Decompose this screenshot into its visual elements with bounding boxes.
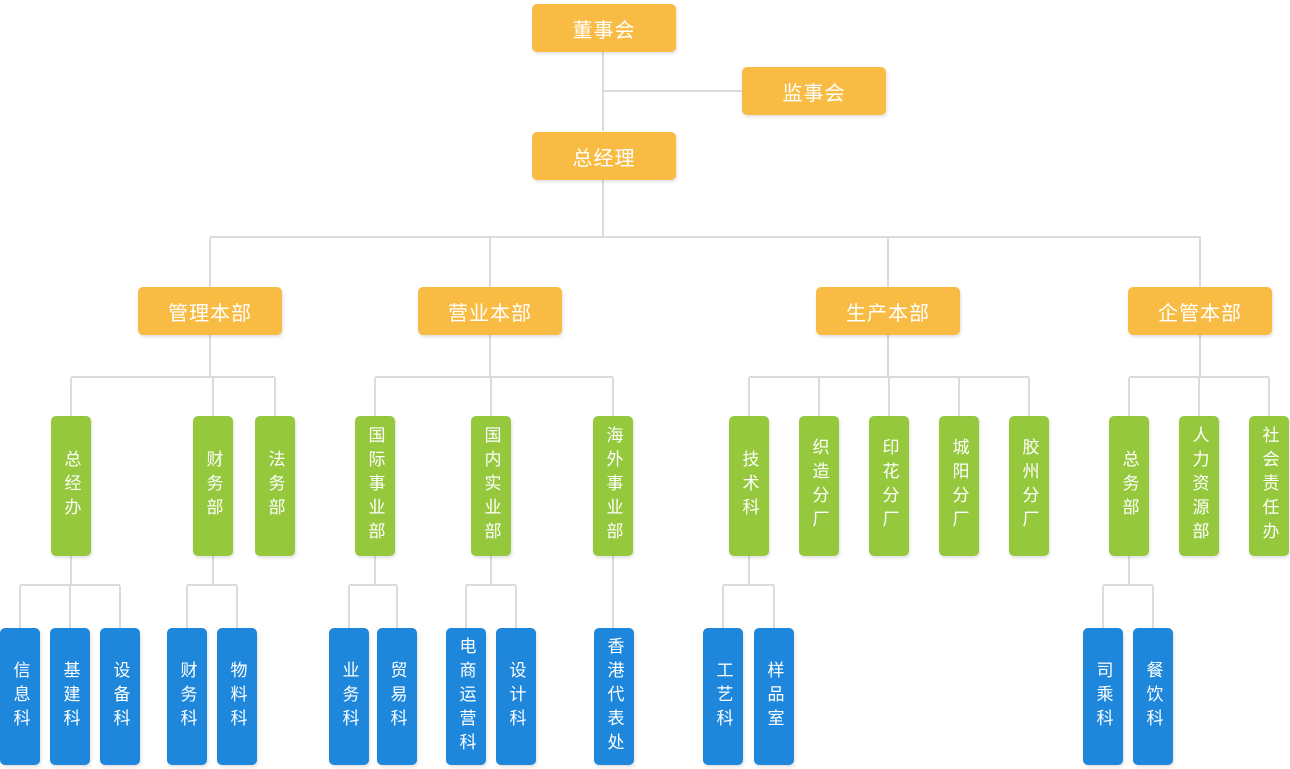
node-ecommerce-ops-section[interactable]: 电商运营科 xyxy=(446,628,486,765)
node-catering-section[interactable]: 餐饮科 xyxy=(1133,628,1173,765)
node-label: 国际事业部 xyxy=(365,426,385,546)
node-driver-section[interactable]: 司乘科 xyxy=(1083,628,1123,765)
node-label: 财务科 xyxy=(177,660,197,733)
node-overseas-business-div[interactable]: 海外事业部 xyxy=(593,416,633,556)
node-label: 董事会 xyxy=(572,19,636,42)
node-hr-dept[interactable]: 人力资源部 xyxy=(1179,416,1219,556)
node-label: 样品室 xyxy=(764,660,784,733)
node-process-section[interactable]: 工艺科 xyxy=(703,628,743,765)
node-infrastructure-section[interactable]: 基建科 xyxy=(50,628,90,765)
node-general-affairs-dept[interactable]: 总务部 xyxy=(1109,416,1149,556)
node-info-section[interactable]: 信息科 xyxy=(0,628,40,765)
node-finance-section[interactable]: 财务科 xyxy=(167,628,207,765)
node-label: 总经办 xyxy=(61,450,81,522)
node-label: 基建科 xyxy=(60,660,80,733)
node-design-section[interactable]: 设计科 xyxy=(496,628,536,765)
node-chengyang-factory[interactable]: 城阳分厂 xyxy=(939,416,979,556)
node-label: 社会责任办 xyxy=(1259,426,1279,546)
node-label: 香港代表处 xyxy=(604,636,624,757)
node-label: 信息科 xyxy=(10,660,30,733)
node-intl-business-div[interactable]: 国际事业部 xyxy=(355,416,395,556)
node-label: 胶州分厂 xyxy=(1019,438,1039,534)
node-supervisory-board[interactable]: 监事会 xyxy=(742,67,886,115)
node-label: 企管本部 xyxy=(1158,302,1242,325)
node-legal-dept[interactable]: 法务部 xyxy=(255,416,295,556)
node-label: 织造分厂 xyxy=(809,438,829,534)
node-label: 财务部 xyxy=(203,450,223,522)
node-production-hq[interactable]: 生产本部 xyxy=(816,287,960,335)
node-label: 设备科 xyxy=(110,660,130,733)
node-label: 电商运营科 xyxy=(456,636,476,757)
node-board-of-directors[interactable]: 董事会 xyxy=(532,4,676,52)
node-management-hq[interactable]: 管理本部 xyxy=(138,287,282,335)
node-label: 工艺科 xyxy=(713,660,733,733)
node-label: 贸易科 xyxy=(387,660,407,733)
node-trade-section[interactable]: 贸易科 xyxy=(377,628,417,765)
node-label: 国内实业部 xyxy=(481,426,501,546)
node-label: 人力资源部 xyxy=(1189,426,1209,546)
node-label: 法务部 xyxy=(265,450,285,522)
node-csr-office[interactable]: 社会责任办 xyxy=(1249,416,1289,556)
node-weaving-factory[interactable]: 织造分厂 xyxy=(799,416,839,556)
node-label: 物料科 xyxy=(227,660,247,733)
node-finance-dept[interactable]: 财务部 xyxy=(193,416,233,556)
node-sample-room[interactable]: 样品室 xyxy=(754,628,794,765)
node-label: 总经理 xyxy=(572,147,636,170)
node-label: 业务科 xyxy=(339,660,359,733)
node-enterprise-mgmt-hq[interactable]: 企管本部 xyxy=(1128,287,1272,335)
node-label: 管理本部 xyxy=(168,302,252,325)
node-label: 监事会 xyxy=(782,82,846,105)
node-gm-office[interactable]: 总经办 xyxy=(51,416,91,556)
node-label: 营业本部 xyxy=(448,302,532,325)
node-domestic-industry-div[interactable]: 国内实业部 xyxy=(471,416,511,556)
node-label: 设计科 xyxy=(506,660,526,733)
node-jiaozhou-factory[interactable]: 胶州分厂 xyxy=(1009,416,1049,556)
node-label: 城阳分厂 xyxy=(949,438,969,534)
node-label: 总务部 xyxy=(1119,450,1139,522)
node-hongkong-rep-office[interactable]: 香港代表处 xyxy=(594,628,634,765)
node-tech-section[interactable]: 技术科 xyxy=(729,416,769,556)
node-materials-section[interactable]: 物料科 xyxy=(217,628,257,765)
node-label: 海外事业部 xyxy=(603,426,623,546)
node-label: 生产本部 xyxy=(846,302,930,325)
node-business-section[interactable]: 业务科 xyxy=(329,628,369,765)
node-label: 餐饮科 xyxy=(1143,660,1163,733)
node-printing-factory[interactable]: 印花分厂 xyxy=(869,416,909,556)
node-general-manager[interactable]: 总经理 xyxy=(532,132,676,180)
node-label: 印花分厂 xyxy=(879,438,899,534)
node-sales-hq[interactable]: 营业本部 xyxy=(418,287,562,335)
node-label: 技术科 xyxy=(739,450,759,522)
node-label: 司乘科 xyxy=(1093,660,1113,733)
node-equipment-section[interactable]: 设备科 xyxy=(100,628,140,765)
